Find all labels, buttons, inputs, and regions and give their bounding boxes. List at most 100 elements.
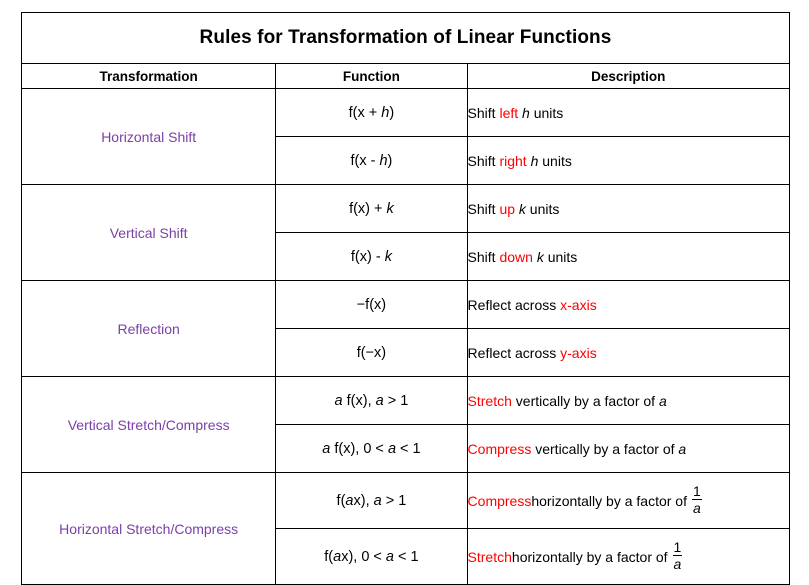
function-text-suffix: x), 0 < [341, 548, 386, 565]
function-text: f(x), [342, 392, 376, 409]
function-text-suffix: ) [387, 152, 393, 169]
function-cell: f(ax), a > 1 [275, 472, 468, 529]
transformation-label-horizontal-shift: Horizontal Shift [20, 88, 277, 185]
description-cell: Shift up k units [466, 184, 791, 233]
table-row: f(−x) Reflect across y-axis [22, 328, 791, 377]
description-keyword: down [499, 248, 533, 265]
fraction-numerator: 1 [673, 538, 682, 555]
function-text-2: > 1 [381, 492, 407, 509]
function-variable: k [386, 200, 394, 217]
description-prefix: Reflect across [467, 296, 561, 313]
function-text-2: < 1 [396, 440, 421, 457]
function-text: f(x) + [349, 200, 387, 217]
function-text: f(x + [348, 104, 382, 121]
function-variable: a [333, 548, 342, 565]
function-cell: f(ax), 0 < a < 1 [275, 528, 468, 585]
description-keyword: Stretch [467, 548, 512, 565]
function-cell: f(x) + k [275, 184, 468, 233]
description-suffix: vertically by a factor of [511, 392, 659, 409]
function-text-2: < 1 [394, 548, 419, 565]
description-cell: Reflect across x-axis [466, 280, 791, 329]
description-keyword: Compress [467, 440, 532, 457]
description-keyword: Compress [467, 492, 532, 509]
description-cell: Shift right h units [466, 136, 791, 185]
description-suffix: units [525, 200, 560, 217]
description-keyword: right [499, 152, 527, 169]
description-suffix: vertically by a factor of [531, 440, 679, 457]
function-variable: k [384, 248, 392, 265]
description-variable: a [658, 392, 667, 409]
description-keyword: left [499, 104, 519, 121]
transformation-label-reflection: Reflection [20, 280, 277, 377]
function-variable-2: a [373, 492, 382, 509]
transformation-label-vertical-shift: Vertical Shift [20, 184, 277, 281]
function-text: f(x - [350, 152, 380, 169]
table-row: f(x) - k Shift down k units [22, 232, 791, 281]
transformation-label-horizontal-stretch-compress: Horizontal Stretch/Compress [20, 472, 277, 585]
description-variable: a [678, 440, 687, 457]
description-variable: h [530, 152, 539, 169]
description-suffix: units [529, 104, 564, 121]
description-keyword: up [499, 200, 516, 217]
header-row: Transformation Function Description [20, 63, 791, 89]
transformation-label-vertical-stretch-compress: Vertical Stretch/Compress [20, 376, 277, 473]
table-title: Rules for Transformation of Linear Funct… [21, 12, 790, 64]
description-prefix: Shift [467, 200, 500, 217]
description-prefix: Reflect across [467, 344, 561, 361]
table-row: a f(x), 0 < a < 1 Compress vertically by… [22, 424, 791, 473]
function-cell: a f(x), 0 < a < 1 [275, 424, 468, 473]
function-text: f(x), 0 < [330, 440, 388, 457]
function-variable-2: a [385, 548, 394, 565]
function-variable-2: a [375, 392, 384, 409]
table-row: Horizontal Shift f(x + h) Shift left h u… [20, 88, 791, 185]
function-cell: f(−x) [275, 328, 468, 377]
description-suffix: horizontally by a factor of [511, 548, 668, 565]
title-row: Rules for Transformation of Linear Funct… [21, 12, 790, 64]
function-text-2: > 1 [383, 392, 409, 409]
description-keyword: Stretch [467, 392, 512, 409]
description-keyword: x-axis [560, 296, 597, 313]
fraction-bar [672, 555, 683, 556]
function-text-suffix: ) [389, 104, 395, 121]
description-keyword: y-axis [560, 344, 597, 361]
function-text: f(x) - [350, 248, 385, 265]
description-cell: Shift left h units [466, 88, 791, 137]
fraction-denominator: a [673, 556, 682, 572]
description-cell: Shift down k units [466, 232, 791, 281]
description-suffix: horizontally by a factor of [531, 492, 687, 509]
function-cell: a f(x), a > 1 [275, 376, 468, 425]
description-variable: h [522, 104, 530, 121]
fraction-denominator: a [692, 500, 701, 516]
function-cell: −f(x) [275, 280, 468, 329]
function-variable-2: a [387, 440, 397, 457]
description-suffix: units [538, 152, 572, 169]
description-prefix: Shift [467, 152, 500, 169]
column-header-function: Function [275, 63, 468, 89]
description-suffix: units [543, 248, 578, 265]
column-header-transformation: Transformation [20, 63, 277, 89]
description-cell: Stretch vertically by a factor of a [466, 376, 791, 425]
description-prefix: Shift [467, 248, 500, 265]
function-variable: a [345, 492, 354, 509]
function-text-suffix: x), [353, 492, 374, 509]
fraction-bar [691, 499, 702, 500]
function-cell: f(x - h) [275, 136, 468, 185]
function-variable: a [334, 392, 343, 409]
column-header-description: Description [466, 63, 791, 89]
description-variable: k [518, 200, 526, 217]
description-variable: k [536, 248, 544, 265]
function-variable: h [379, 152, 388, 169]
function-cell: f(x + h) [275, 88, 468, 137]
transformation-rules-table: Rules for Transformation of Linear Funct… [20, 12, 791, 585]
description-cell: Compress vertically by a factor of a [466, 424, 791, 473]
function-text: f( [336, 492, 346, 509]
function-cell: f(x) - k [275, 232, 468, 281]
table-row: Vertical Stretch/Compress a f(x), a > 1 … [20, 376, 791, 473]
function-text: f( [324, 548, 334, 565]
description-prefix: Shift [467, 104, 500, 121]
